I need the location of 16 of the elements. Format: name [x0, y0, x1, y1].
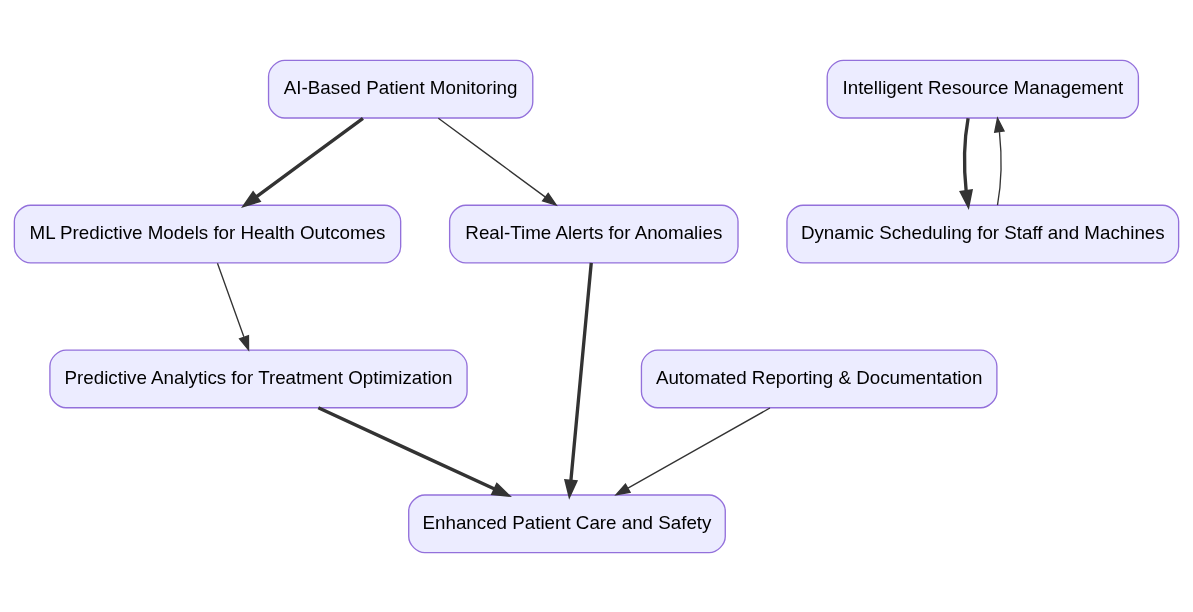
node-box: Intelligent Resource Management: [826, 59, 1140, 119]
node-box: AI-Based Patient Monitoring: [267, 59, 534, 119]
node-box: Real-Time Alerts for Anomalies: [448, 204, 739, 264]
arrow: [563, 262, 593, 500]
arrow: [241, 116, 364, 208]
node-box: Predictive Analytics for Treatment Optimization: [49, 348, 468, 408]
node-box: Enhanced Patient Care and Safety: [408, 493, 726, 553]
arrow: [317, 405, 512, 497]
arrow: [216, 262, 250, 352]
arrow: [437, 117, 558, 206]
arrow: [993, 115, 1006, 206]
arrow: [959, 117, 973, 210]
arrow: [614, 406, 771, 496]
node-box: Dynamic Scheduling for Staff and Machines: [786, 204, 1180, 264]
node-box: ML Predictive Models for Health Outcomes: [13, 204, 402, 264]
node-box: Automated Reporting & Documentation: [640, 348, 998, 408]
